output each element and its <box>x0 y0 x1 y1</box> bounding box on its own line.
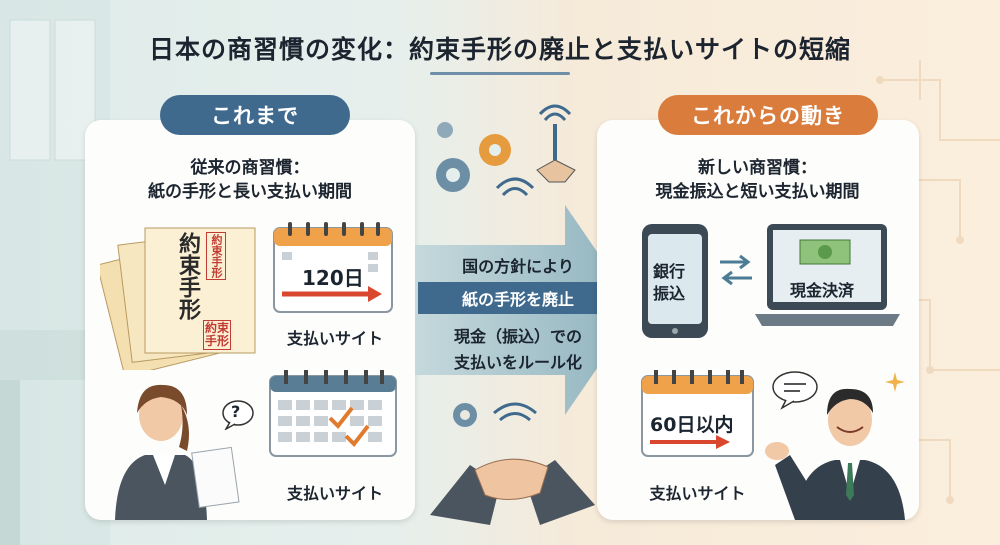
worried-woman-illustration <box>115 384 240 520</box>
calendar-120-label: 120日 <box>302 266 364 290</box>
left-calendar1-caption: 支払いサイト <box>286 329 383 348</box>
gears-and-handshake-icons <box>436 104 576 197</box>
right-subheading-1: 新しい商習慣： <box>698 158 817 178</box>
left-badge: これまで <box>160 95 350 135</box>
sparkle-icon <box>885 372 905 392</box>
laptop-icon <box>755 224 900 326</box>
document-stamp-top: 約束手形 <box>206 232 226 280</box>
phone-text-2: 振込 <box>653 284 686 303</box>
page-title: 日本の商習慣の変化：約束手形の廃止と支払いサイトの短縮 <box>148 35 851 64</box>
calendar-60-label: 60日以内 <box>650 414 734 436</box>
handshake-icon <box>430 402 595 525</box>
arrow-text-line4: 支払いをルール化 <box>453 353 582 372</box>
circuit-background-illustration <box>870 60 1000 504</box>
arrow-text-line3: 現金（振込）での <box>453 327 582 346</box>
left-calendar2-caption: 支払いサイト <box>286 484 383 503</box>
calendar-120-days-icon <box>273 222 393 313</box>
question-bubble-icon <box>222 400 254 430</box>
document-title: 約束手形 <box>175 232 200 320</box>
stamp-line-1: 約束 <box>205 321 230 335</box>
question-mark: ? <box>231 402 241 421</box>
laptop-text: 現金決済 <box>790 281 855 300</box>
calendar-60-days-icon <box>641 370 754 457</box>
exchange-arrows-icon <box>720 254 752 286</box>
smiling-businessman-illustration <box>765 388 905 520</box>
arrow-text-line1: 国の方針により <box>462 257 574 276</box>
right-subheading-2: 現金振込と短い支払い期間 <box>655 182 860 202</box>
arrow-text-banner: 紙の手形を廃止 <box>461 290 574 309</box>
document-stamp-bottom: 約束 手形 <box>203 320 232 350</box>
smartphone-icon <box>642 224 708 338</box>
title-underline <box>430 72 570 75</box>
left-subheading-1: 従来の商習慣： <box>190 158 310 178</box>
phone-text-1: 銀行 <box>653 262 686 281</box>
right-calendar-caption: 支払いサイト <box>649 484 746 503</box>
stamp-line-2: 手形 <box>205 334 230 348</box>
promissory-note-stack-icon <box>100 227 256 370</box>
calendar-checked-icon <box>269 370 397 457</box>
right-badge: これからの動き <box>658 95 878 135</box>
arrow-banner <box>418 282 618 314</box>
speech-bubble-icon <box>772 371 818 410</box>
left-subheading-2: 紙の手形と長い支払い期間 <box>148 182 352 202</box>
